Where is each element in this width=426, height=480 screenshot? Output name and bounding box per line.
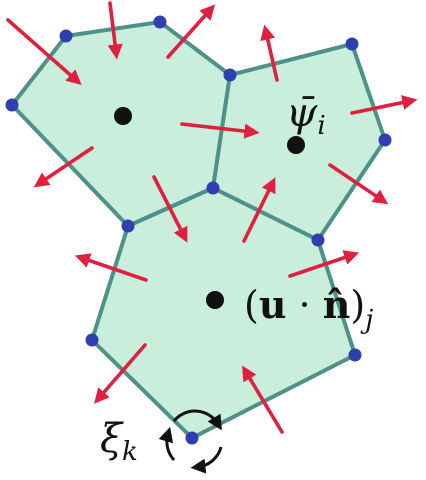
circulation-loop bbox=[158, 409, 223, 474]
vertex bbox=[59, 29, 73, 43]
cell-center bbox=[114, 107, 132, 125]
flux-arrow bbox=[180, 122, 260, 139]
flux-arrows bbox=[6, 1, 418, 434]
vertex bbox=[223, 68, 237, 82]
vertex bbox=[85, 333, 99, 347]
flux-arrow bbox=[260, 24, 279, 82]
flux-arrow bbox=[74, 253, 148, 282]
flux-arrow bbox=[6, 18, 82, 86]
flux-arrow bbox=[288, 250, 360, 278]
vertex bbox=[5, 98, 19, 112]
cells bbox=[10, 20, 387, 440]
flux-arrow bbox=[166, 4, 216, 59]
vertex bbox=[153, 15, 167, 29]
edge-flux-label: (u · n̂)j bbox=[244, 282, 373, 335]
flux-arrow bbox=[350, 95, 418, 115]
vertex bbox=[345, 37, 359, 51]
cell-center bbox=[206, 291, 224, 309]
flux-arrow bbox=[242, 365, 284, 434]
vertex bbox=[185, 431, 199, 445]
vertex bbox=[378, 133, 392, 147]
flux-arrow bbox=[242, 177, 276, 243]
flux-arrow bbox=[328, 163, 389, 205]
flux-arrow bbox=[94, 343, 147, 404]
circulation-arc bbox=[172, 409, 222, 431]
vertex bbox=[348, 348, 362, 362]
flux-arrow bbox=[152, 175, 188, 243]
vertex bbox=[206, 181, 220, 195]
cell-centers bbox=[114, 107, 305, 309]
circulation-arc bbox=[158, 426, 176, 462]
circulation-arc bbox=[190, 446, 223, 474]
vertex-vorticity-label: ξk bbox=[100, 416, 138, 467]
flux-arrow bbox=[107, 1, 123, 60]
vertices bbox=[5, 15, 392, 445]
vertex bbox=[311, 233, 325, 247]
vertex bbox=[121, 219, 135, 233]
cell-value-label: ψ̄i bbox=[286, 90, 326, 141]
cell-center bbox=[287, 136, 305, 154]
flux-arrow bbox=[33, 146, 94, 188]
